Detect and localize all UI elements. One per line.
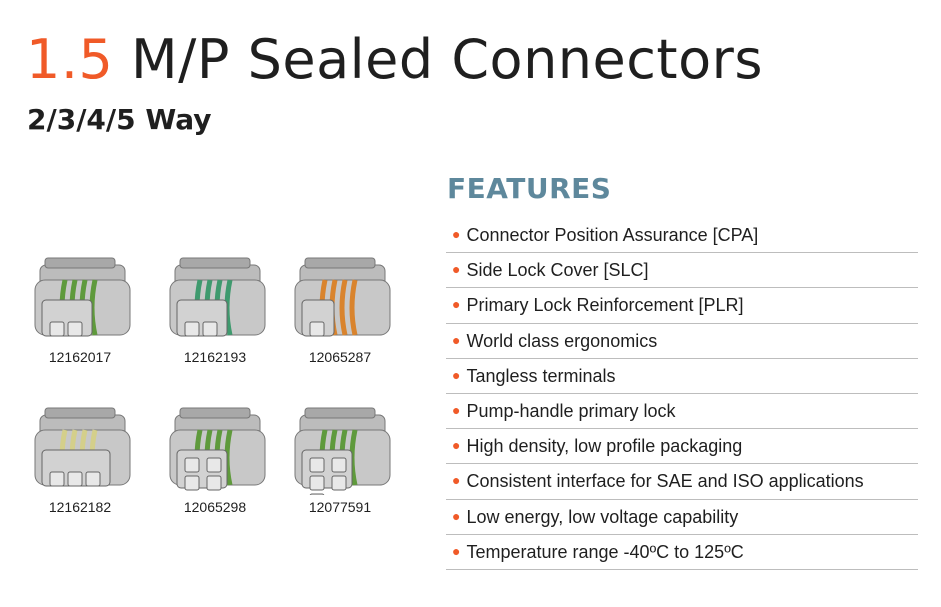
title-accent: 1.5 [26, 28, 114, 91]
product-item: 12162182 [15, 400, 145, 515]
subtitle: 2/3/4/5 Way [27, 103, 212, 136]
part-number: 12162182 [48, 499, 112, 515]
feature-item: ● Low energy, low voltage capability [446, 500, 918, 535]
bullet-icon: ● [452, 331, 461, 348]
title-rest: M/P Sealed Connectors [113, 28, 763, 91]
features-list: ● Connector Position Assurance [CPA] ● Side… [446, 218, 918, 570]
page-title: 1.5 M/P Sealed Connectors [26, 28, 763, 91]
product-item: 12162193 [150, 250, 280, 365]
product-item: 12065287 [275, 250, 405, 365]
bullet-icon: ● [452, 261, 461, 278]
feature-item: ● Tangless terminals [446, 359, 918, 394]
feature-text: Consistent interface for SAE and ISO app… [466, 471, 864, 492]
feature-item: ● Temperature range -40ºC to 125ºC [446, 535, 918, 570]
feature-text: Pump-handle primary lock [466, 400, 676, 421]
feature-item: ● Connector Position Assurance [CPA] [446, 218, 918, 254]
part-number: 12162193 [183, 349, 247, 365]
product-item: 12162017 [15, 250, 145, 365]
bullet-icon: ● [452, 296, 461, 313]
bullet-icon: ● [452, 226, 461, 242]
feature-text: Tangless terminals [466, 365, 616, 386]
feature-text: High density, low profile packaging [466, 436, 743, 457]
bullet-icon: ● [452, 507, 461, 524]
connector-image [169, 407, 266, 491]
connector-image [34, 407, 131, 487]
feature-text: World class ergonomics [466, 330, 658, 351]
connector-image [294, 257, 391, 337]
part-number: 12065287 [308, 349, 372, 365]
feature-item: ● Consistent interface for SAE and ISO ap… [446, 464, 918, 500]
part-number: 12065298 [183, 499, 247, 515]
part-number: 12162017 [48, 349, 112, 365]
feature-text: Side Lock Cover [SLC] [466, 260, 649, 281]
feature-item: ● High density, low profile packaging [446, 429, 918, 465]
feature-item: ● Side Lock Cover [SLC] [446, 253, 918, 289]
feature-text: Temperature range -40ºC to 125ºC [466, 541, 744, 562]
bullet-icon: ● [452, 401, 461, 418]
feature-item: ● World class ergonomics [446, 324, 918, 359]
connector-image [294, 407, 391, 495]
feature-item: ● Pump-handle primary lock [446, 394, 918, 430]
feature-item: ● Primary Lock Reinforcement [PLR] [446, 288, 918, 324]
features-heading: FEATURES [447, 172, 612, 205]
connector-image [169, 257, 266, 337]
product-item: 12065298 [150, 400, 280, 515]
part-number: 12077591 [308, 499, 372, 515]
feature-text: Primary Lock Reinforcement [PLR] [466, 295, 744, 316]
bullet-icon: ● [452, 542, 461, 559]
feature-text: Low energy, low voltage capability [466, 506, 739, 527]
feature-text: Connector Position Assurance [CPA] [466, 225, 759, 245]
bullet-icon: ● [452, 366, 461, 383]
bullet-icon: ● [452, 472, 461, 489]
product-item: 12077591 [275, 400, 405, 515]
connector-image [34, 257, 131, 337]
bullet-icon: ● [452, 437, 461, 454]
